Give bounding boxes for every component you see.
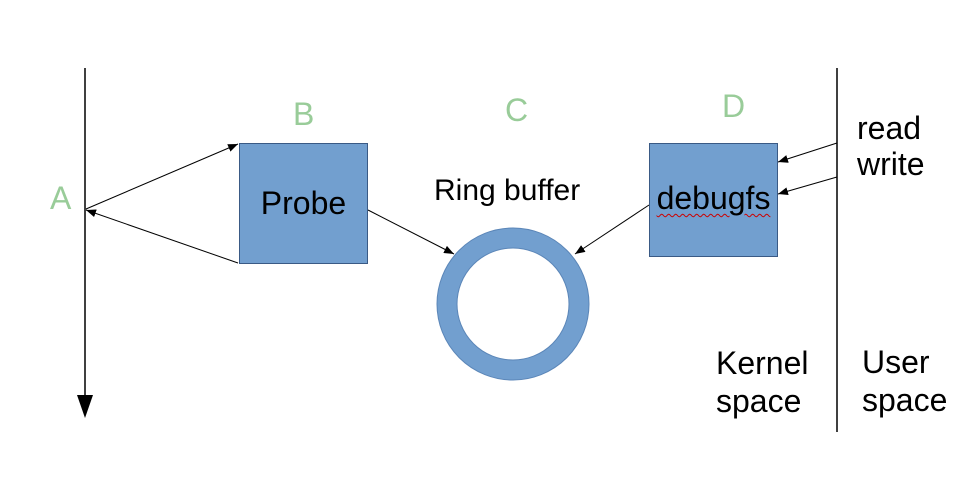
probe-box: Probe bbox=[239, 143, 368, 264]
arrow-write-to-debugfs bbox=[777, 176, 838, 196]
arrow-read-to-debugfs bbox=[777, 142, 838, 163]
debugfs-box: debugfs bbox=[649, 143, 778, 257]
label-d: D bbox=[722, 88, 746, 124]
kernel-space-label-line2: space bbox=[716, 383, 802, 419]
arrow-probe-to-a bbox=[85, 209, 239, 264]
ring-buffer-outline-inner bbox=[456, 247, 570, 361]
ring-buffer-shape bbox=[437, 228, 589, 380]
arrow-a-to-probe bbox=[85, 143, 239, 210]
label-a: A bbox=[50, 180, 72, 216]
kernel-space-label-line1: Kernel bbox=[716, 345, 809, 381]
read-label: read bbox=[857, 110, 922, 146]
ring-buffer-label: Ring buffer bbox=[434, 174, 581, 207]
label-c: C bbox=[505, 92, 529, 128]
debugfs-label: debugfs bbox=[656, 180, 771, 216]
arrow-probe-to-ring bbox=[367, 209, 455, 255]
arrow-debugfs-to-ring bbox=[574, 204, 650, 255]
probe-label: Probe bbox=[260, 185, 347, 221]
label-b: B bbox=[293, 96, 315, 132]
user-space-label-line1: User bbox=[862, 344, 930, 380]
timeline-arrowhead bbox=[77, 395, 93, 418]
write-label: write bbox=[857, 146, 925, 182]
user-space-label-line2: space bbox=[862, 382, 948, 418]
ring-buffer-outline-outer bbox=[436, 227, 590, 381]
